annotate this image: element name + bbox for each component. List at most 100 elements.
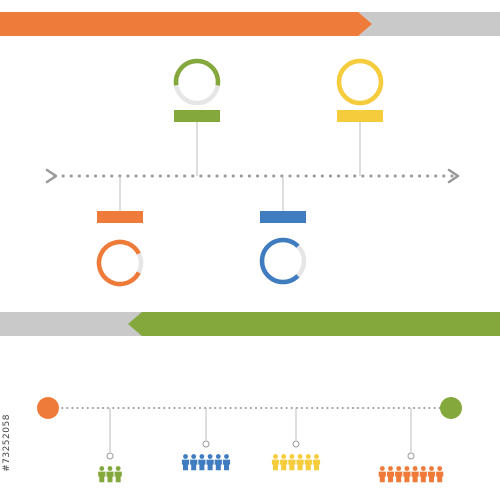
person-icon [288, 454, 296, 471]
person-icon [198, 454, 206, 471]
person-body [411, 471, 419, 483]
person-icon [403, 466, 411, 483]
person-icon [411, 466, 419, 483]
person-icon [296, 454, 304, 471]
person-head [412, 466, 418, 471]
person-head [183, 454, 188, 459]
person-icon [181, 454, 190, 471]
person-head [99, 466, 105, 471]
person-head [115, 466, 121, 471]
person-body [271, 459, 280, 471]
person-head [388, 466, 393, 471]
blue-people-group [181, 408, 231, 471]
person-head [297, 454, 303, 459]
ring-progress [96, 239, 144, 287]
person-head [429, 466, 434, 471]
marker-label-bar [260, 211, 306, 223]
person-body [296, 459, 304, 471]
person-icon [206, 454, 214, 471]
person-body [190, 459, 198, 471]
person-head [215, 454, 221, 459]
timeline-end-arrow-icon [447, 168, 460, 184]
marker-label-bar [97, 211, 143, 223]
person-head [305, 454, 311, 459]
person-head [273, 454, 278, 459]
top-banner-orange-arrow [0, 12, 372, 36]
person-head [314, 454, 319, 459]
person-icon [106, 466, 114, 483]
person-body [181, 459, 190, 471]
person-body [98, 471, 106, 483]
marker-label-bar [337, 110, 383, 122]
person-body [222, 459, 231, 471]
person-head [379, 466, 385, 471]
person-head [191, 454, 197, 459]
person-head [207, 454, 213, 459]
top-banner-gray-bar [355, 12, 500, 36]
person-head [289, 454, 295, 459]
yellow-marker [336, 58, 384, 176]
person-icon [114, 466, 122, 483]
person-body [378, 471, 386, 483]
person-head [224, 454, 229, 459]
person-body [419, 471, 427, 483]
person-head [281, 454, 287, 459]
ring-progress [336, 58, 384, 106]
person-body [403, 471, 411, 483]
person-icon [214, 454, 222, 471]
person-body [280, 459, 288, 471]
person-body [436, 471, 444, 483]
person-icon [386, 466, 395, 483]
person-body [114, 471, 122, 483]
person-body [304, 459, 312, 471]
person-head [404, 466, 410, 471]
person-icon [304, 454, 312, 471]
person-head [420, 466, 426, 471]
person-icon [222, 454, 231, 471]
person-body [106, 471, 114, 483]
orange-people-group [378, 408, 444, 483]
stock-image-id-text: #73252058 [2, 414, 12, 472]
population-stem-node [292, 440, 300, 448]
population-stem-node [106, 452, 114, 460]
marker-label-bar [174, 110, 220, 122]
person-icon [436, 466, 444, 483]
person-icon [280, 454, 288, 471]
ring-progress [259, 237, 307, 285]
person-icon [190, 454, 198, 471]
person-icon [271, 454, 280, 471]
yellow-people-group [271, 408, 321, 471]
green-marker [173, 58, 221, 176]
person-body [427, 471, 436, 483]
person-icon [395, 466, 403, 483]
ring-progress [173, 58, 221, 106]
person-body [395, 471, 403, 483]
middle-banner-gray-bar [0, 312, 150, 336]
person-body [214, 459, 222, 471]
stock-image-id: #73252058 [2, 388, 12, 498]
person-head [199, 454, 205, 459]
person-body [288, 459, 296, 471]
person-icon [427, 466, 436, 483]
population-stem-node [202, 440, 210, 448]
person-head [107, 466, 113, 471]
person-body [386, 471, 395, 483]
green-people-group [98, 408, 122, 483]
blue-marker [259, 176, 307, 285]
population-end-dot [440, 397, 462, 419]
person-icon [378, 466, 386, 483]
middle-banner-green-arrow [128, 312, 500, 336]
person-body [198, 459, 206, 471]
timeline-start-arrow-icon [45, 168, 58, 184]
person-icon [312, 454, 321, 471]
person-head [437, 466, 443, 471]
orange-marker [96, 176, 144, 287]
person-body [312, 459, 321, 471]
population-stem-node [407, 452, 415, 460]
person-body [206, 459, 214, 471]
population-start-dot [37, 397, 59, 419]
person-icon [98, 466, 106, 483]
person-head [396, 466, 402, 471]
person-icon [419, 466, 427, 483]
